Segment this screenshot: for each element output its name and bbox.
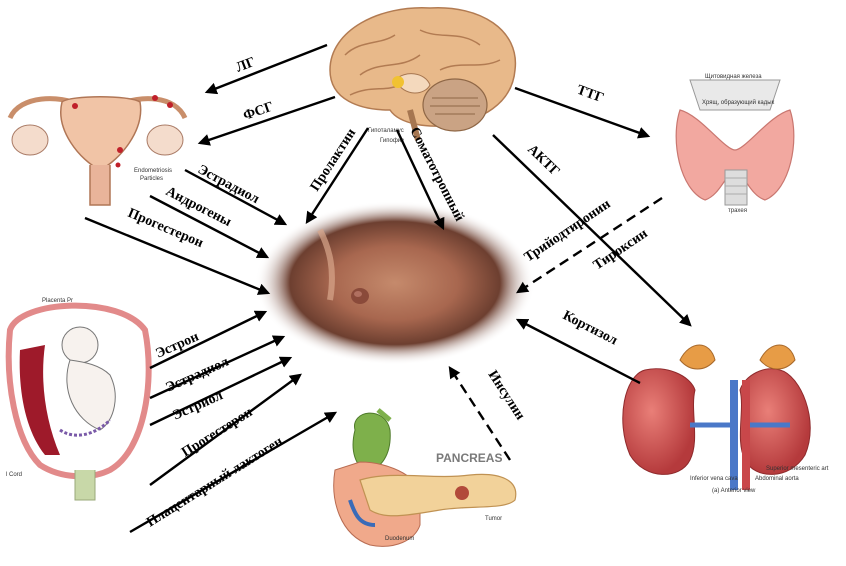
arrow-ttg [514, 86, 651, 139]
label-tiroksin: Тироксин [591, 226, 651, 273]
label-placentarny-laktogen: Плацентарный лактоген [144, 434, 286, 530]
adrenal-caption-aorta: Abdominal aorta [755, 476, 799, 482]
cord-caption: l Cord [6, 472, 22, 478]
adrenal-kidney-illustration: Superior mesenteric art Inferior vena ca… [622, 344, 829, 494]
label-kortizol: Кортизол [560, 308, 620, 348]
label-insulin: Инсулин [485, 368, 528, 423]
brain-caption-hypothalamus: Гипоталамус [368, 128, 404, 134]
thyroid-caption-trachea: трахея [728, 208, 747, 214]
arrow-estron [149, 310, 268, 370]
arrow-progesteron-ovary [84, 216, 271, 295]
placenta-caption: Placenta Pr [42, 298, 73, 304]
arrow-somatotropny [395, 129, 445, 231]
adrenal-caption-mesenteric: Superior mesenteric art [766, 466, 829, 472]
arrows [84, 43, 692, 534]
arrow-progesteron-placenta [149, 373, 302, 486]
arrow-kortizol [515, 318, 641, 385]
arrow-prolaktin [305, 127, 370, 225]
arrow-aktg [492, 134, 692, 327]
breast-illustration [255, 201, 535, 365]
arrow-thyroid-hormones [515, 196, 663, 294]
label-aktg: АКТГ [524, 142, 562, 180]
arrow-androgeny [149, 194, 270, 259]
thyroid-caption-cartilage: Хрящ, образующий кадык [702, 99, 775, 106]
thyroid-illustration: Щитовидная железа Хрящ, образующий кадык… [675, 74, 795, 214]
pancreas-duodenum-caption: Duodenum [385, 536, 414, 542]
arrow-lg [204, 43, 328, 95]
ovary-caption-1: Endometriosis [134, 168, 172, 174]
arrow-estradiol-placenta [149, 335, 286, 400]
arrow-placentarny-laktogen [129, 411, 338, 534]
arrow-estriol [149, 356, 293, 427]
label-ttg: ТТГ [575, 83, 606, 107]
adrenal-caption-view: (a) Anterior view [712, 488, 756, 494]
arrow-insulin [448, 365, 512, 461]
label-estradiol-ovary: Эстрадиол [195, 162, 262, 207]
label-estradiol-placenta: Эстрадиол [164, 354, 232, 395]
thyroid-caption-gland: Щитовидная железа [705, 74, 762, 80]
pancreas-illustration: PANCREAS Tumor Duodenum [333, 408, 517, 547]
ovary-uterus-illustration: Endometriosis Particles [7, 95, 188, 206]
brain-caption-pituitary: Гипофиз [380, 138, 404, 144]
pancreas-tumor-caption: Tumor [485, 516, 502, 522]
ovary-caption-2: Particles [140, 176, 163, 182]
pancreas-title: PANCREAS [436, 451, 502, 465]
placenta-illustration: Placenta Pr l Cord [5, 298, 152, 501]
brain-illustration: Гипоталамус Гипофиз [329, 7, 517, 144]
adrenal-caption-vena-cava: Inferior vena cava [690, 476, 738, 482]
label-lg: ЛГ [234, 55, 258, 76]
arrow-estradiol-ovary [184, 168, 288, 226]
label-prolaktin: Пролактин [308, 126, 359, 194]
label-estron: Эстрон [154, 329, 202, 361]
label-estriol: Эстриол [171, 388, 226, 423]
arrow-fsg [197, 95, 336, 146]
